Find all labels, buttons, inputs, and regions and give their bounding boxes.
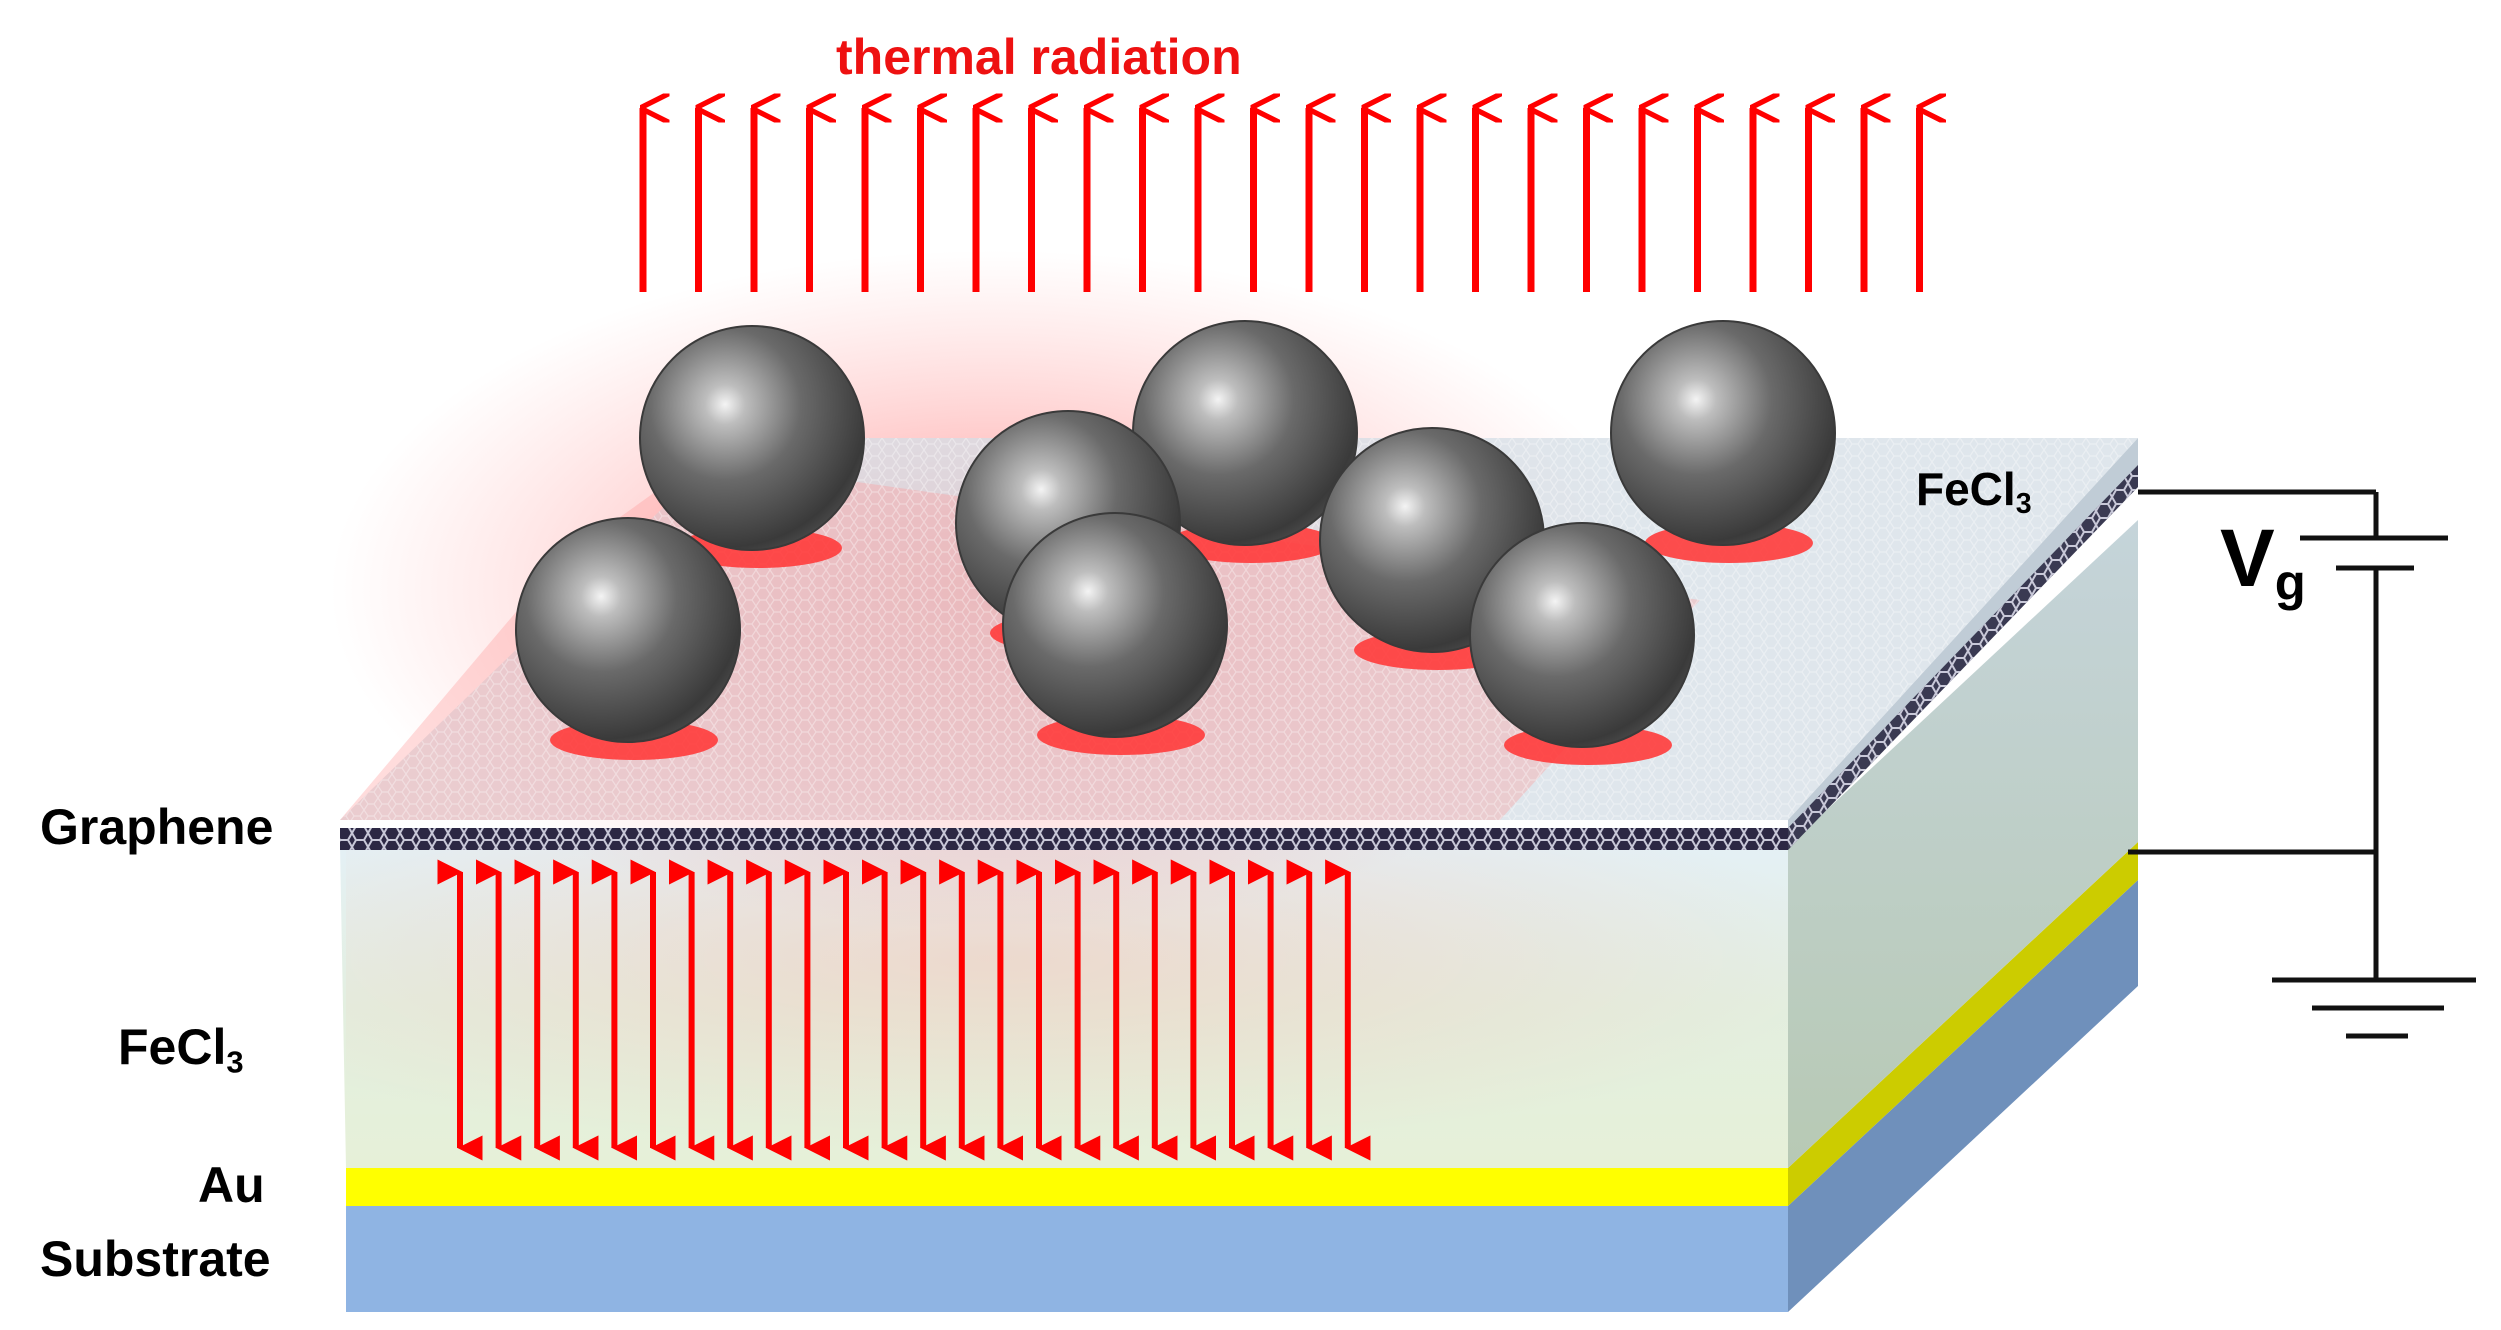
nanoparticle-sphere-icon xyxy=(639,325,865,551)
label-fecl3-front-main: FeCl xyxy=(118,1019,227,1075)
label-gate-voltage-sub: g xyxy=(2274,554,2306,612)
substrate-layer xyxy=(346,880,2138,1312)
graphene-edge-front-pattern xyxy=(340,828,1788,850)
gate-circuit xyxy=(2128,489,2476,1039)
thermal-radiation-arrows xyxy=(639,108,1920,292)
label-gate-voltage: Vg xyxy=(2220,512,2306,608)
nanoparticle-sphere-icon xyxy=(515,517,741,743)
fecl3-side xyxy=(1788,520,2138,1168)
nanoparticle-sphere-icon xyxy=(1469,522,1695,748)
near-field-arrows xyxy=(437,859,1371,1161)
gold-side xyxy=(1788,842,2138,1206)
label-fecl3-front-sub: 3 xyxy=(226,1044,244,1080)
diagram-title: thermal radiation xyxy=(836,29,1242,85)
label-substrate: Substrate xyxy=(40,1231,271,1287)
nanoparticle-sphere-icon xyxy=(1002,512,1228,738)
gold-layer xyxy=(346,842,2138,1206)
gold-front xyxy=(346,1168,1788,1206)
nanoparticles xyxy=(515,320,1836,748)
nanoparticle-sphere-icon xyxy=(1610,320,1836,546)
label-graphene: Graphene xyxy=(40,799,274,855)
label-fecl3-front: FeCl3 xyxy=(118,1018,244,1078)
label-au: Au xyxy=(198,1157,265,1213)
label-fecl3-top: FeCl3 xyxy=(1916,462,2032,518)
graphene-edge-side-pattern xyxy=(1788,465,2138,850)
label-fecl3-top-main: FeCl xyxy=(1916,463,2016,515)
label-gate-voltage-main: V xyxy=(2220,513,2275,604)
substrate-front xyxy=(346,1206,1788,1312)
substrate-side xyxy=(1788,880,2138,1312)
label-fecl3-top-sub: 3 xyxy=(2015,487,2032,520)
